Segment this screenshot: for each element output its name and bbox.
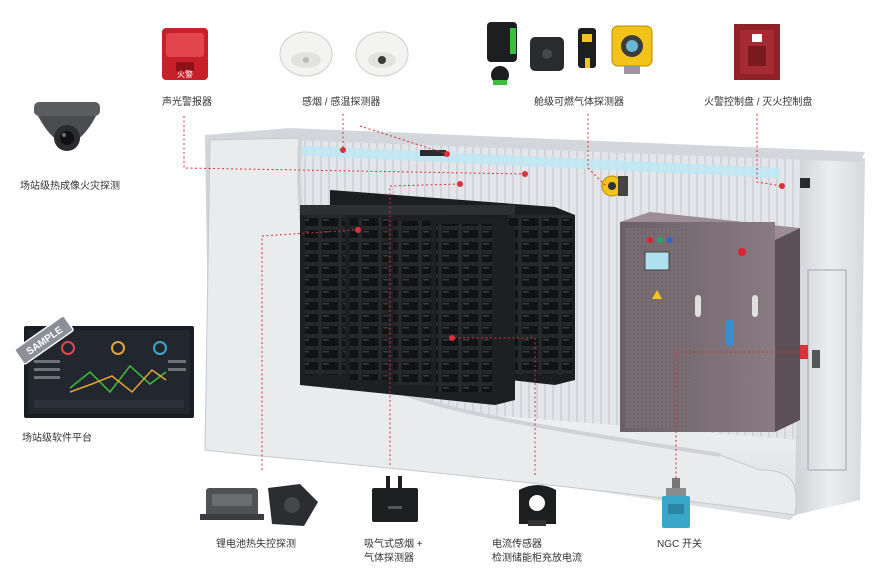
rack-top-cap bbox=[300, 205, 515, 215]
door-handle bbox=[812, 350, 820, 368]
rack-modules-back bbox=[508, 215, 572, 375]
strobe-alarm-icon bbox=[162, 28, 208, 80]
aspirating-detector-icon bbox=[372, 476, 418, 522]
label-fire-control-panel: 火警控制盘 / 灭火控制盘 bbox=[704, 97, 813, 108]
leader-current bbox=[452, 337, 536, 475]
alarm-sign-text: 火警 bbox=[177, 70, 193, 79]
heat-detector-icon bbox=[355, 31, 409, 77]
leader-lines bbox=[183, 114, 804, 478]
container-right-wall bbox=[795, 158, 865, 515]
scene-ceiling-sensor bbox=[800, 178, 810, 188]
label-software-platform: 场站级软件平台 bbox=[22, 433, 92, 444]
cabinet-screen bbox=[644, 251, 670, 271]
label-smoke-heat-detector: 感烟 / 感温探测器 bbox=[302, 97, 381, 108]
leader-fire-panel bbox=[756, 114, 783, 187]
fire-control-panel-icon bbox=[734, 24, 780, 80]
rack-column-3 bbox=[393, 221, 431, 385]
label-gas-detector: 舱级可燃气体探测器 bbox=[534, 97, 624, 108]
cable-tray bbox=[290, 145, 780, 178]
right-door bbox=[807, 269, 847, 471]
label-ngc-switch: NGC 开关 bbox=[657, 539, 702, 550]
leader-ngc bbox=[675, 351, 804, 478]
label-thermal-runaway: 锂电池热失控探测 bbox=[216, 539, 296, 550]
current-sensor-icon bbox=[519, 485, 556, 526]
ceiling-detector bbox=[420, 150, 446, 156]
label-current-sensor-line1: 电流传感器 bbox=[492, 539, 542, 550]
leader-smoke-temp-2 bbox=[359, 125, 448, 155]
thermal-runaway-sensor-icon bbox=[200, 484, 318, 526]
rack-column-4 bbox=[436, 224, 492, 392]
gas-detector-icon bbox=[487, 22, 653, 85]
thermal-camera-icon bbox=[34, 102, 100, 151]
leader-gas bbox=[587, 114, 607, 187]
leader-aspirating bbox=[389, 183, 461, 465]
container-top-frame bbox=[205, 128, 865, 162]
leader-lithium bbox=[261, 229, 356, 470]
smoke-detector-icon bbox=[279, 31, 333, 77]
rack-column-2 bbox=[350, 218, 388, 380]
label-aspirating-line1: 吸气式感烟 + bbox=[364, 539, 423, 550]
label-thermal-camera: 场站级热成像火灾探测 bbox=[20, 181, 120, 192]
leader-alarm bbox=[183, 116, 526, 175]
control-cabinet bbox=[620, 212, 800, 432]
label-strobe-alarm: 声光警报器 bbox=[162, 97, 212, 108]
label-current-sensor-line2: 检测储能柜充放电流 bbox=[492, 553, 582, 564]
label-aspirating-line2: 气体探测器 bbox=[364, 553, 414, 564]
rack-column-1 bbox=[305, 215, 345, 375]
cabinet-handle bbox=[726, 320, 734, 346]
scene-gas-detector bbox=[601, 175, 628, 197]
warning-sign bbox=[652, 290, 662, 299]
battery-racks bbox=[300, 190, 575, 405]
ngc-switch-icon bbox=[662, 478, 690, 528]
